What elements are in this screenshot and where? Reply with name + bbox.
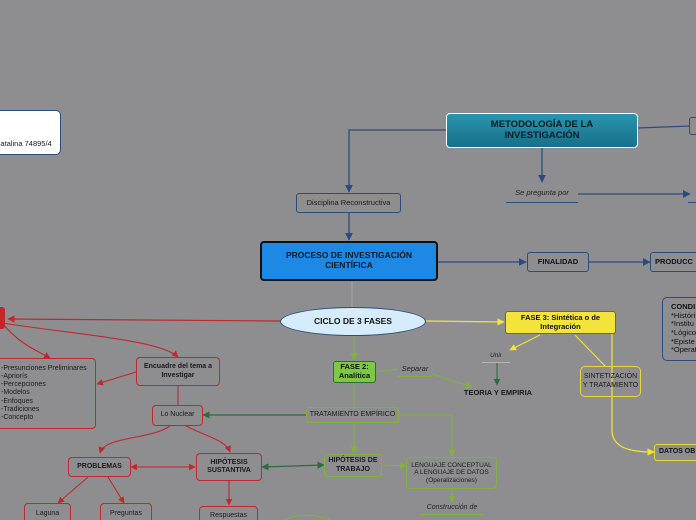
condiciones-title: CONDI [671, 302, 696, 312]
teoria-node[interactable]: TEORIA Y EMPIRIA [458, 386, 538, 400]
sintetizacion-node[interactable]: SINTETIZACIÓN Y TRATAMIENTO [580, 366, 641, 397]
presunciones-item: -Apriorís [1, 373, 28, 381]
link-red-down-presunciones [1, 322, 51, 359]
link-separar-teoria [431, 373, 473, 389]
tratamiento-node[interactable]: TRATAMIENTO EMPÍRICO [306, 407, 399, 423]
condiciones-node[interactable]: CONDI *Históri *Institu *Lógico *Episte … [662, 297, 696, 361]
separar-node[interactable]: Separar [398, 363, 432, 377]
sintetizacion-label: SINTETIZACIÓN Y TRATAMIENTO [582, 373, 639, 389]
link-fase3-datos [611, 330, 655, 456]
metodologia-label: METODOLOGÍA DE LA INVESTIGACIÓN [490, 118, 594, 141]
proceso-label: PROCESO DE INVESTIGACIÓN CIENTÍFICA [285, 250, 413, 270]
link-metodologia-disciplina [345, 129, 446, 193]
datos-label: DATOS OB [659, 448, 696, 456]
fase3-node[interactable]: FASE 3: Sintética o de Integración [505, 311, 616, 334]
sepregunta-label: Se pregunta por [515, 187, 569, 197]
laguna-node[interactable]: Laguna [24, 503, 71, 520]
respuestas-node[interactable]: Respuestas [199, 506, 258, 520]
construccion-node[interactable]: Construcción de [420, 502, 484, 515]
author-box[interactable]: Catalina 74895/4 [0, 110, 61, 155]
fase3-label: FASE 3: Sintética o de Integración [520, 312, 601, 331]
link-hipsust-hiptrabajo [261, 461, 325, 471]
nuclear-node[interactable]: Lo Nuclear [152, 405, 203, 426]
construccion-label: Construcción de [426, 503, 478, 511]
presunciones-node[interactable]: -Presunciones Preliminares -Apriorís -Pe… [0, 358, 96, 429]
link-fase2-separar [375, 368, 399, 373]
problemas-label: PROBLEMAS [77, 462, 122, 470]
condiciones-item: *Lógico [671, 328, 696, 337]
datos-node[interactable]: DATOS OB [654, 444, 696, 461]
hipsustantiva-label: HIPÓTESIS SUSTANTIVA [207, 458, 251, 474]
producc-node[interactable]: PRODUCC [650, 252, 696, 272]
lenguaje-node[interactable]: LENGUAJE CONCEPTUAL A LENGUAJE DE DATOS … [406, 457, 497, 489]
presunciones-item: -Enfoques [1, 397, 33, 405]
presunciones-item: -Concepto [1, 413, 34, 421]
hiptrabajo-label: HIPÓTESIS DE TRABAJO [328, 457, 378, 473]
link-ciclo-left [7, 315, 281, 323]
metodologia-right-stub[interactable] [689, 117, 696, 135]
sepregunta-right-stub[interactable] [688, 184, 696, 203]
link-tratamiento-lenguaje [399, 414, 456, 457]
nuclear-label: Lo Nuclear [160, 411, 195, 419]
ciclo-node[interactable]: CICLO DE 3 FASES [280, 307, 426, 336]
encuadre-label: Encuadre del tema a Investigar [143, 363, 213, 379]
link-fase3-unir [509, 334, 541, 351]
fase2-label: FASE 2: Analítica [338, 362, 371, 380]
lenguaje-label: LENGUAJE CONCEPTUAL A LENGUAJE DE DATOS … [411, 461, 492, 484]
problemas-node[interactable]: PROBLEMAS [68, 457, 131, 477]
disciplina-node[interactable]: Disciplina Reconstructiva [296, 193, 401, 213]
unir-label: Unir [490, 352, 502, 360]
finalidad-label: FINALIDAD [537, 256, 579, 266]
disciplina-label: Disciplina Reconstructiva [306, 197, 391, 207]
left-red-stub[interactable] [0, 307, 5, 329]
link-nuclear-hipsust [185, 425, 231, 453]
laguna-label: Laguna [35, 510, 60, 517]
separar-label: Separar [401, 364, 429, 374]
hipsustantiva-node[interactable]: HIPÓTESIS SUSTANTIVA [196, 453, 262, 481]
presunciones-item: -Modelos [1, 389, 30, 397]
link-problemas-preguntas [107, 476, 125, 504]
proceso-node[interactable]: PROCESO DE INVESTIGACIÓN CIENTÍFICA [260, 241, 438, 281]
condiciones-item: *Institu [671, 319, 694, 329]
teoria-label: TEORIA Y EMPIRIA [463, 387, 533, 397]
hiptrabajo-node[interactable]: HIPÓTESIS DE TRABAJO [324, 454, 382, 477]
tratamiento-label: TRATAMIENTO EMPÍRICO [309, 410, 396, 418]
link-encuadre-presunciones [96, 371, 137, 386]
presunciones-item: -Percepciones [1, 381, 46, 389]
ciclo-label: CICLO DE 3 FASES [314, 315, 392, 326]
link-hiptrabajo-lenguaje [381, 462, 407, 470]
condiciones-item: *Episte [671, 336, 695, 346]
producc-label: PRODUCC [655, 256, 693, 266]
condiciones-item: *Históri [671, 310, 696, 320]
link-fase3-sintetizacion [574, 334, 606, 367]
sepregunta-node[interactable]: Se pregunta por [506, 184, 578, 203]
link-metodologia-right [637, 125, 691, 129]
metodologia-node[interactable]: METODOLOGÍA DE LA INVESTIGACIÓN [446, 113, 638, 148]
fase2-node[interactable]: FASE 2: Analítica [333, 361, 376, 383]
link-ciclo-fase3 [425, 318, 505, 326]
presunciones-item: -Presunciones Preliminares [1, 365, 87, 373]
preguntas-node[interactable]: Preguntas [100, 503, 152, 520]
unir-node[interactable]: Unir [482, 350, 510, 363]
presunciones-item: -Tradiciones [1, 405, 40, 413]
respuestas-label: Respuestas [210, 512, 247, 519]
link-bottom-arc [284, 514, 331, 520]
preguntas-label: Preguntas [110, 510, 142, 517]
link-problemas-laguna [57, 476, 89, 504]
encuadre-node[interactable]: Encuadre del tema a Investigar [136, 357, 220, 386]
author-label: Catalina 74895/4 [0, 139, 52, 149]
link-red-down-encuadre [1, 322, 179, 358]
condiciones-item: *Operat [671, 345, 696, 355]
finalidad-node[interactable]: FINALIDAD [527, 252, 589, 272]
link-nuclear-problemas [98, 425, 171, 454]
